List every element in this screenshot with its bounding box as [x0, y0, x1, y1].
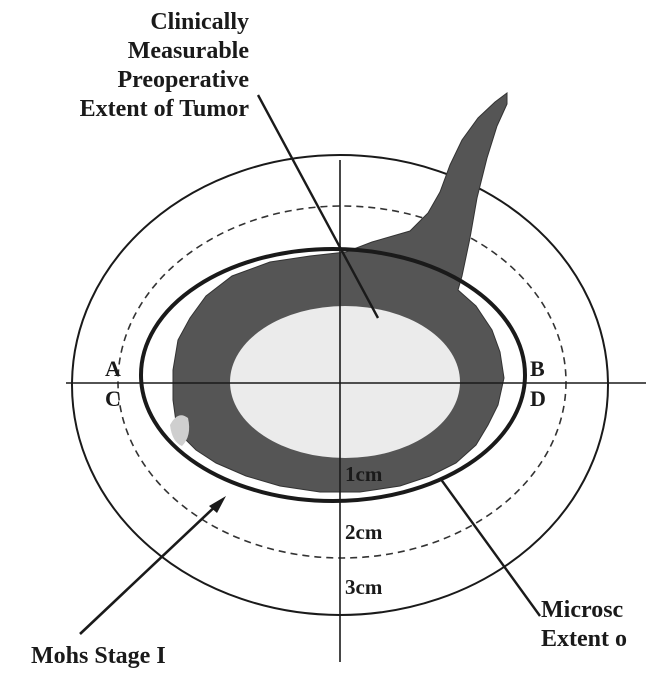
clinical-label-line-1: Clinically [80, 8, 249, 37]
distance-label-3cm: 3cm [345, 575, 382, 600]
microscopic-label-line-1: Microsc [541, 596, 627, 625]
tumor-inner-cutout [170, 415, 189, 446]
clinical-label-line-4: Extent of Tumor [80, 95, 249, 124]
microscopic-label-line-2: Extent o [541, 625, 627, 654]
axis-label-c: C [105, 386, 121, 412]
clinical-label-line-2: Measurable [80, 37, 249, 66]
clinical-label-line-3: Preoperative [80, 66, 249, 95]
microscopic-leader-line [440, 478, 540, 616]
axis-label-a: A [105, 356, 121, 382]
mohs-stage-label: Mohs Stage I [31, 642, 166, 671]
axis-label-d: D [530, 386, 546, 412]
distance-label-2cm: 2cm [345, 520, 382, 545]
mohs-leader-line [80, 500, 222, 634]
microscopic-extent-label: Microsc Extent o [541, 596, 627, 654]
clinical-extent-label: Clinically Measurable Preoperative Exten… [80, 8, 249, 124]
distance-label-1cm: 1cm [345, 462, 382, 487]
clinical-tumor-core [230, 306, 460, 458]
axis-label-b: B [530, 356, 545, 382]
